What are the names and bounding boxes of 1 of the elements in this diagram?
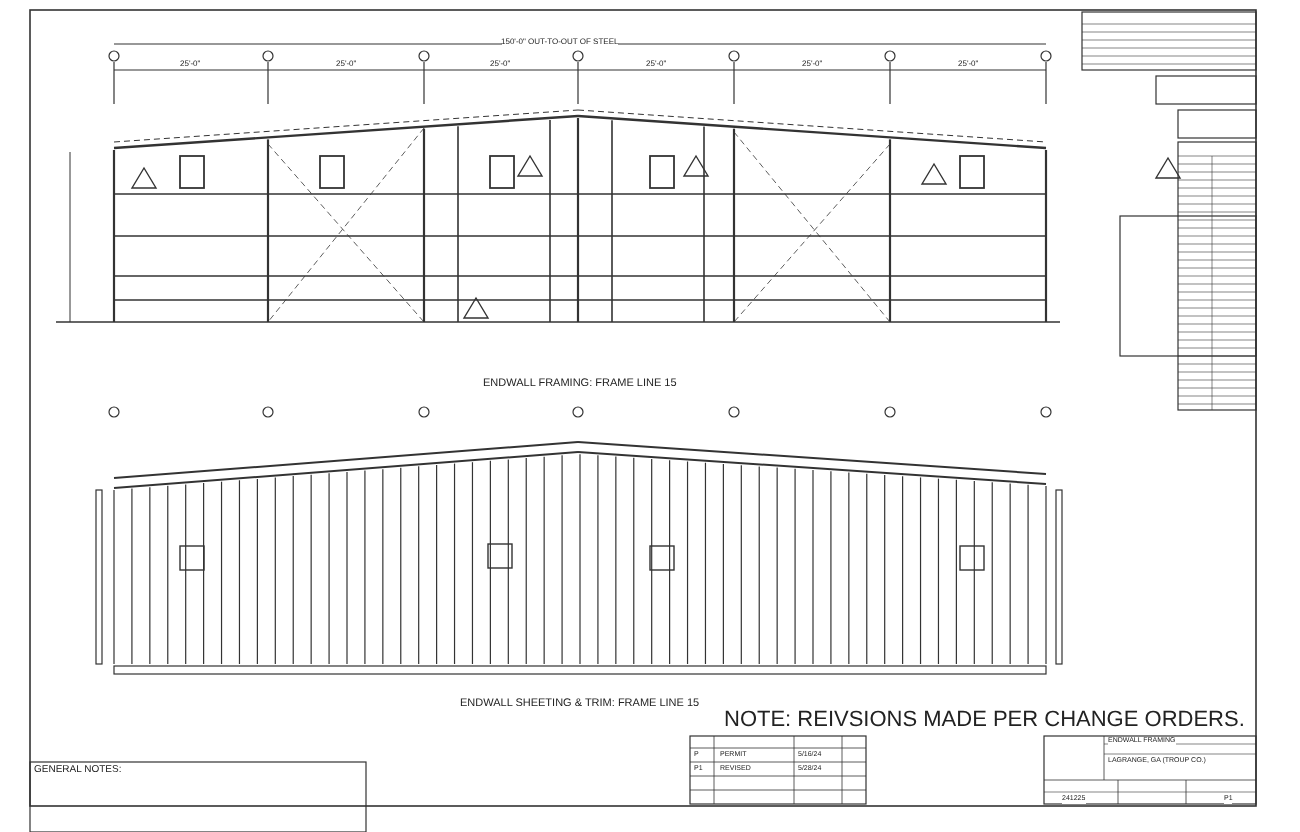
revision-note: NOTE: REIVSIONS MADE PER CHANGE ORDERS.: [724, 710, 1245, 732]
